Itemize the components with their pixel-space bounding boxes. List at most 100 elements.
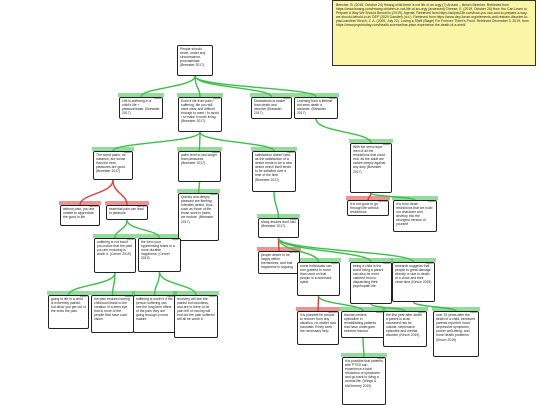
node-band (340, 307, 386, 311)
node-type-tag: support (124, 296, 132, 298)
node-band (382, 307, 428, 311)
node-text: trauma centers specialize in rehabilitat… (344, 313, 377, 334)
node-type-tag: support (417, 312, 425, 314)
node-band (47, 291, 90, 295)
node-type-tag: support (208, 296, 216, 298)
node-type-tag: support (79, 296, 87, 298)
node-type-tag: support (425, 263, 433, 265)
node-band (341, 353, 387, 357)
node-type-tag: support (376, 358, 384, 360)
node-type-tag: support (209, 194, 217, 196)
node-text: recovery will see the painful but countl… (177, 297, 215, 322)
node-band (177, 147, 222, 151)
node-band (105, 201, 149, 205)
node-text: Quickly and deeply pleasant are fleeting… (181, 195, 214, 224)
node-type-tag: support (282, 98, 290, 100)
node-type-tag: support (286, 152, 294, 154)
node-text: Many desires don't last (Brewster 2017) (261, 220, 296, 229)
references-box: Beecher, B. (2018, October 24) Hwang chi… (332, 0, 536, 66)
node-band (251, 147, 297, 151)
node-type-tag: objection (328, 312, 337, 314)
node-text: People should never, under any circumsta… (180, 47, 206, 68)
node-band (391, 258, 436, 262)
node-band (257, 214, 300, 218)
node-text: it is from those restrictions that we bu… (396, 202, 433, 227)
node-text: the form your hyperlinking leads to a mo… (141, 240, 175, 261)
node-text: pains tend to last longer than pleasures… (181, 153, 218, 166)
node-type-tag: support (212, 98, 220, 100)
node-text: research suggests that people to great d… (395, 264, 432, 285)
node-text: With the semi-hope men of all the restri… (353, 145, 386, 174)
node-text: essential pain can lead to pleasure (109, 207, 144, 216)
node-type-tag: objection (289, 252, 298, 254)
node-type-tag: support (330, 263, 338, 265)
node-band (90, 291, 135, 295)
node-band (177, 93, 223, 97)
node-band (392, 196, 438, 200)
node-text: Even if life from pain / suffering, life… (181, 99, 219, 124)
node-type-tag: support (427, 201, 435, 203)
node-band (250, 93, 293, 97)
node-type-tag: support (123, 152, 131, 154)
node-band (432, 307, 480, 311)
node-band (296, 258, 341, 262)
node-text: going to life in a child is extremely pa… (51, 297, 86, 314)
node-text: people desire to be happy within themsel… (261, 253, 293, 270)
node-text: Learning from a lifetime but sees death … (297, 99, 333, 116)
node-band (173, 291, 219, 295)
node-text: suffering is worth it if the person suff… (136, 297, 173, 322)
node-band (349, 139, 393, 143)
node-band (257, 247, 301, 251)
node-band (92, 147, 134, 151)
node-type-tag: support (126, 239, 134, 241)
node-text: without pain, you are unable to apprecia… (63, 207, 95, 220)
main-claim-node[interactable]: People should never, under any circumsta… (177, 45, 213, 76)
node-type-tag: support (382, 263, 390, 265)
node-text: The worst pains, for instance, are worse… (96, 153, 126, 174)
node-band (296, 307, 340, 311)
node-type-tag: support (166, 296, 174, 298)
node-type-tag: support (382, 144, 390, 146)
node-text: it is possible that patients with PTSD c… (345, 359, 383, 388)
node-band (93, 234, 137, 238)
node-type-tag: support (171, 239, 179, 241)
node-type-tag: support (328, 98, 336, 100)
node-type-tag: support (153, 98, 161, 100)
node-text: some individuals can turn grateful to mo… (300, 264, 332, 285)
node-band (137, 234, 182, 238)
node-band (293, 93, 339, 97)
node-type-tag: objection (137, 206, 146, 208)
node-text: satisfaction doesn't last, as the satisf… (255, 153, 292, 182)
node-text: it is not good to go through life withou… (350, 202, 379, 215)
